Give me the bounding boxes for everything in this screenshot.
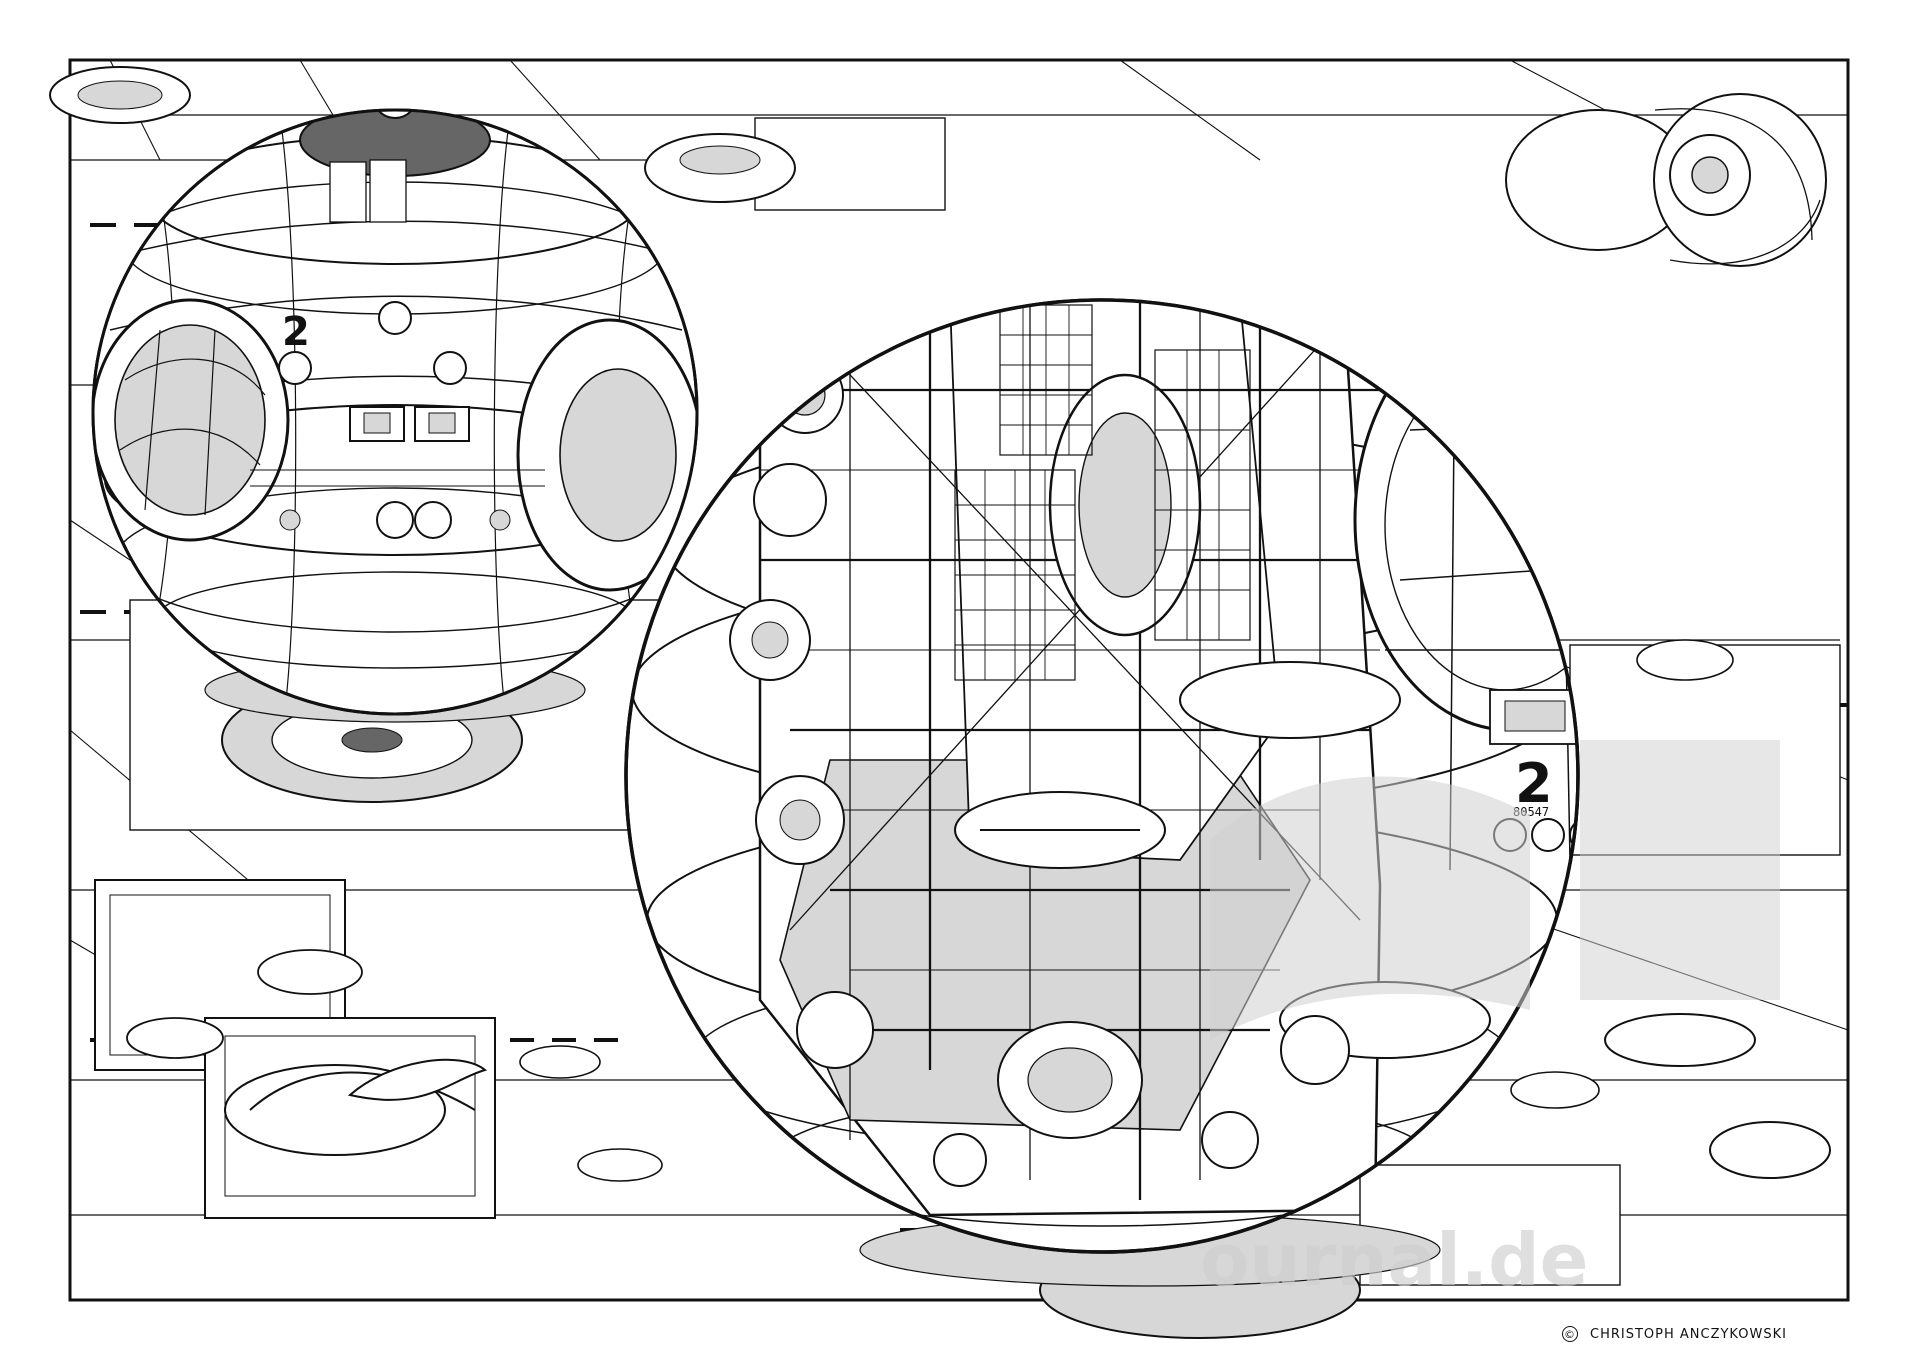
watermark-text: ournal.de <box>1200 1218 1588 1302</box>
copyright-icon: © <box>1562 1326 1578 1342</box>
right-hull-number: 2 <box>1515 752 1553 815</box>
right-sphere-cutaway: 2 80547 <box>624 298 1580 1287</box>
left-sphere: 2 <box>91 108 699 723</box>
artist-signature: © CHRISTOPH ANCZYKOWSKI <box>1562 1326 1787 1342</box>
artist-name: CHRISTOPH ANCZYKOWSKI <box>1590 1326 1787 1342</box>
floor-vehicles <box>126 639 1831 1182</box>
small-spheres-and-pods <box>49 66 1827 267</box>
watermark: ournal.de <box>1200 740 1780 1302</box>
left-hull-number: 2 <box>282 309 310 355</box>
drawing-frame <box>68 58 1850 1302</box>
